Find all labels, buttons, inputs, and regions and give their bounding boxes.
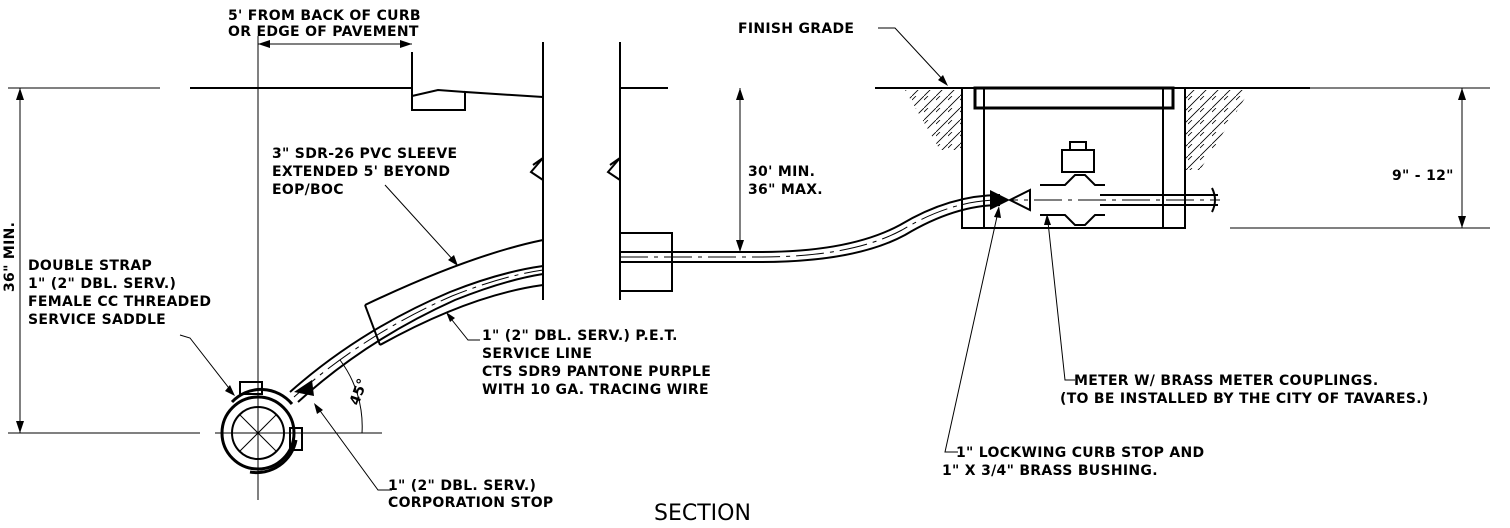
- sleeve-label-line2: EXTENDED 5' BEYOND: [272, 164, 450, 180]
- sleeve-end: [364, 304, 381, 346]
- depth-min-label: 36" MIN.: [2, 222, 18, 292]
- service-sleeve-group: 45°: [258, 239, 544, 434]
- saddle-label-line3: FEMALE CC THREADED: [28, 294, 211, 310]
- service-pipe-upper: [289, 265, 544, 393]
- meter-box-group: [875, 86, 1310, 229]
- service-line-leader: [447, 314, 480, 341]
- angle-label: 45°: [347, 376, 371, 407]
- curb-stop-icon-left: [990, 190, 1010, 210]
- saddle-arrow: [225, 385, 235, 396]
- offset-arrow-right: [400, 40, 412, 48]
- depth-dimension: 36" MIN.: [2, 87, 200, 434]
- service-centerline-left: [293, 269, 544, 398]
- saddle-label-line1: DOUBLE STRAP: [28, 258, 152, 274]
- meter-register: [1061, 149, 1095, 173]
- sleeve-label-line3: EOP/BOC: [272, 182, 344, 198]
- sleeve-callout: 3" SDR-26 PVC SLEEVE EXTENDED 5' BEYOND …: [272, 146, 458, 266]
- offset-label-line1: 5' FROM BACK OF CURB: [228, 8, 421, 24]
- service-pipe-lower: [297, 273, 544, 403]
- box-depth-dimension: 9" - 12": [1230, 87, 1490, 229]
- finish-grade-leader: [878, 27, 946, 83]
- angle-arc: [339, 359, 363, 434]
- service-centerline-right: [620, 199, 1001, 258]
- saddle-bolt-side: [289, 427, 303, 451]
- saddle-leader: [179, 334, 233, 393]
- meter-callout: METER W/ BRASS METER COUPLINGS. (TO BE I…: [1044, 214, 1429, 407]
- pipe-break-right: [1211, 187, 1216, 213]
- cover-label-line1: 30' MIN.: [748, 164, 815, 180]
- curb-stop-arrow: [994, 206, 1001, 218]
- sleeve-outer-edge: [364, 239, 544, 306]
- depth-arrow-top: [16, 88, 24, 100]
- service-line-callout: 1" (2" DBL. SERV.) P.E.T. SERVICE LINE C…: [446, 312, 711, 398]
- sleeve-arrow: [448, 255, 458, 266]
- curb-stop-label-line2: 1" X 3/4" BRASS BUSHING.: [942, 463, 1158, 479]
- saddle-label-line2: 1" (2" DBL. SERV.): [28, 276, 176, 292]
- break-symbol-right: [606, 157, 621, 181]
- finish-grade-label: FINISH GRADE: [738, 21, 854, 37]
- curb-profile: [411, 52, 544, 111]
- curb-stop-label-line1: 1" LOCKWING CURB STOP AND: [956, 445, 1204, 461]
- service-line-lower: [620, 204, 1001, 263]
- meter-label-line2: (TO BE INSTALLED BY THE CITY OF TAVARES.…: [1060, 391, 1429, 407]
- section-title: SECTION: [654, 501, 751, 526]
- cover-arrow-top: [736, 88, 744, 100]
- service-line-arrow: [446, 312, 455, 322]
- saddle-callout: DOUBLE STRAP 1" (2" DBL. SERV.) FEMALE C…: [28, 258, 235, 396]
- cover-dimension: 30' MIN. 36" MAX.: [736, 88, 823, 252]
- corp-stop-leader: [317, 407, 392, 491]
- service-line-label-line2: SERVICE LINE: [482, 346, 592, 362]
- curb-stop-leader: [944, 211, 999, 453]
- earth-hatch-left: [905, 90, 962, 150]
- sleeve-leader: [384, 184, 456, 263]
- corp-stop-label-line2: CORPORATION STOP: [388, 495, 554, 511]
- meter-box-lid: [973, 86, 1175, 110]
- corporation-stop-icon: [294, 380, 314, 396]
- service-line-label-line3: CTS SDR9 PANTONE PURPLE: [482, 364, 711, 380]
- service-line-label-line1: 1" (2" DBL. SERV.) P.E.T.: [482, 328, 678, 344]
- service-line-label-line4: WITH 10 GA. TRACING WIRE: [482, 382, 709, 398]
- service-line-upper: [620, 194, 1001, 253]
- saddle-label-line4: SERVICE SADDLE: [28, 312, 166, 328]
- corp-stop-label-line1: 1" (2" DBL. SERV.): [388, 478, 536, 494]
- depth-arrow-bottom: [16, 421, 24, 433]
- corporation-stop-callout: 1" (2" DBL. SERV.) CORPORATION STOP: [314, 403, 554, 511]
- cover-label-line2: 36" MAX.: [748, 182, 823, 198]
- offset-label-line2: OR EDGE OF PAVEMENT: [228, 24, 419, 40]
- service-line-right: [619, 194, 1001, 292]
- curb-stop-icon-right: [1007, 188, 1031, 212]
- sleeve-inner-edge: [379, 284, 544, 346]
- saddle-bolt-top: [239, 381, 263, 395]
- cover-arrow-bottom: [736, 240, 744, 252]
- gutter-line: [411, 88, 466, 97]
- meter-register-cap: [1069, 141, 1087, 151]
- sleeve-label-line1: 3" SDR-26 PVC SLEEVE: [272, 146, 457, 162]
- offset-arrow-left: [258, 40, 270, 48]
- meter-body: [1040, 174, 1105, 226]
- earth-hatch-right: [1185, 90, 1250, 170]
- meter-arrow: [1044, 214, 1051, 225]
- offset-dimension: 5' FROM BACK OF CURB OR EDGE OF PAVEMENT: [228, 8, 421, 500]
- finish-grade-arrow: [938, 75, 948, 86]
- corp-stop-arrow: [314, 403, 323, 414]
- box-depth-arrow-bottom: [1458, 216, 1466, 228]
- meter-leader: [1047, 221, 1075, 381]
- curb-stop-callout: 1" LOCKWING CURB STOP AND 1" X 3/4" BRAS…: [942, 206, 1204, 479]
- box-depth-arrow-top: [1458, 88, 1466, 100]
- box-depth-label: 9" - 12": [1392, 168, 1454, 184]
- break-symbol-left: [529, 157, 544, 181]
- saddle-strap-bottom: [249, 439, 298, 475]
- meter-label-line1: METER W/ BRASS METER COUPLINGS.: [1074, 373, 1379, 389]
- finish-grade-callout: FINISH GRADE: [738, 21, 948, 86]
